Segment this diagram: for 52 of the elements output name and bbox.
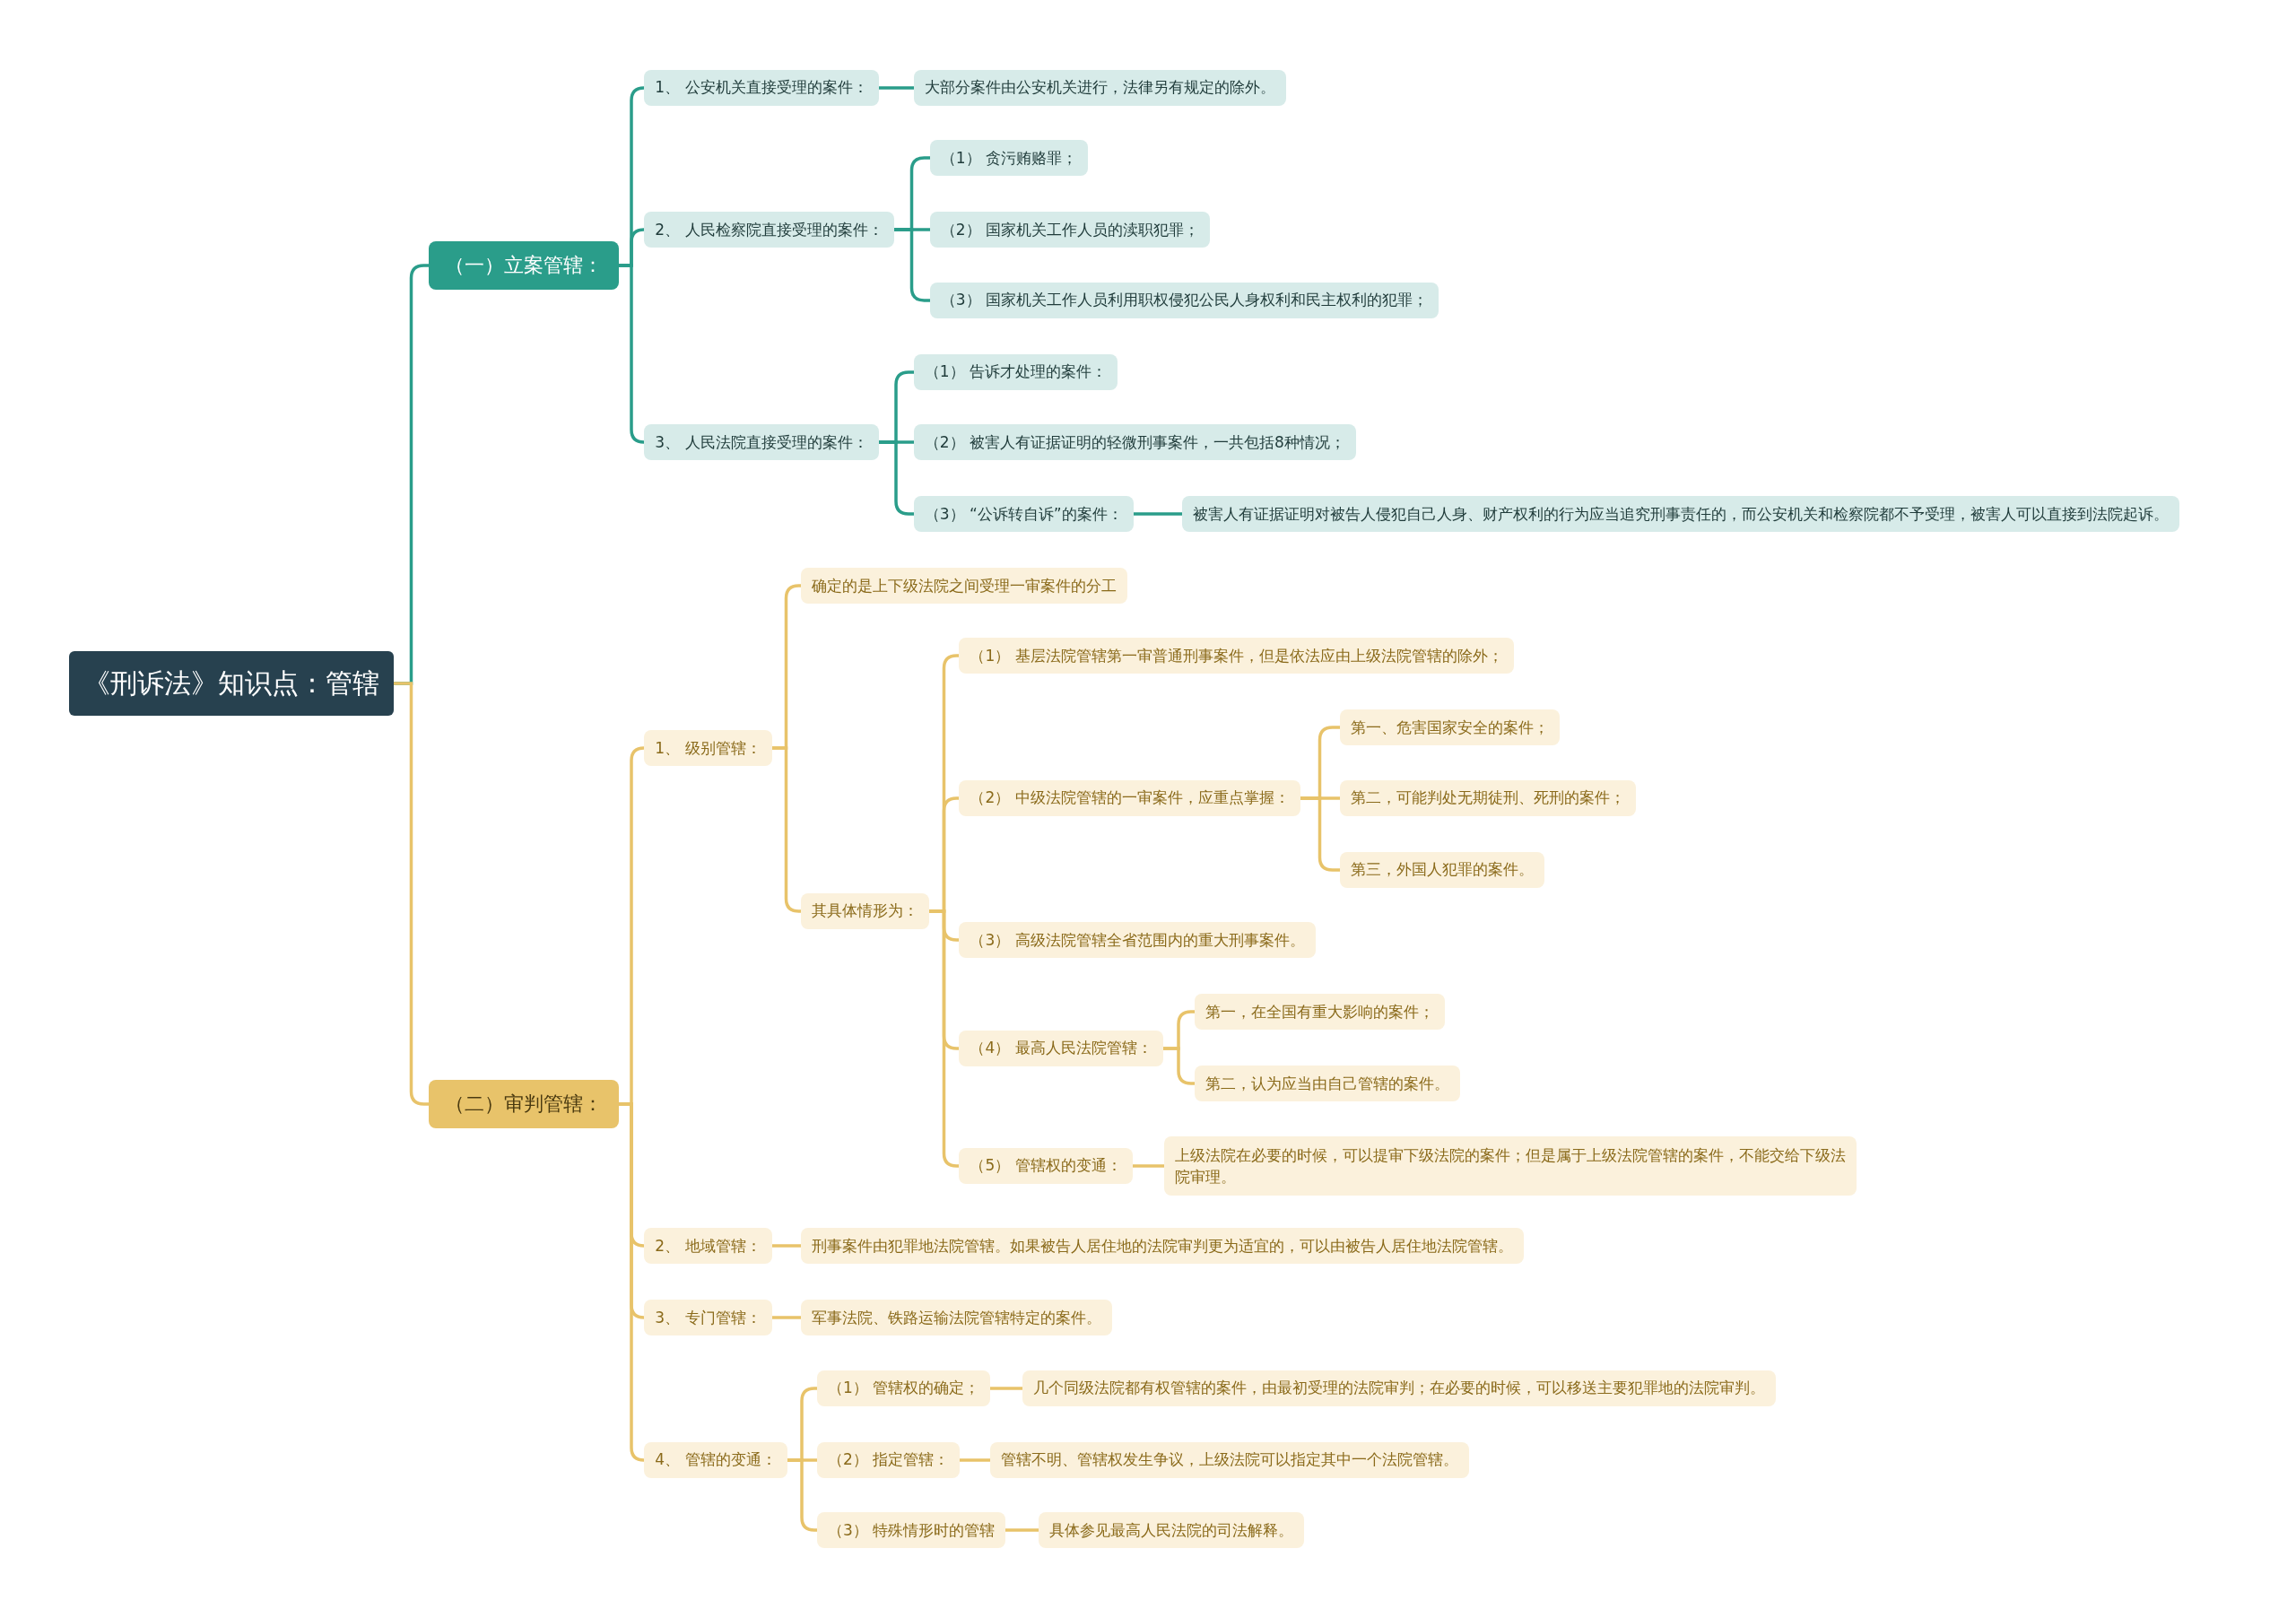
topic-box: 刑事案件由犯罪地法院管辖。如果被告人居住地的法院审判更为适宜的，可以由被告人居住地法院管辖。 [801, 1228, 1525, 1265]
topic-box: 4、 管辖的变通： [644, 1441, 787, 1478]
branch-topic-box: （一）立案管辖： [429, 240, 620, 290]
connector-line [619, 1102, 646, 1462]
topic-box: （3） 国家机关工作人员利用职权侵犯公民人身权利和民主权利的犯罪； [929, 282, 1439, 318]
topic-box: 其具体情形为： [801, 892, 930, 929]
connector-line [1300, 796, 1340, 872]
connector-line [893, 228, 930, 302]
topic-box: （3） 特殊情形时的管辖 [817, 1512, 1006, 1549]
connector-line [878, 86, 914, 90]
topic-box: （2） 国家机关工作人员的渎职犯罪； [929, 212, 1210, 248]
topic-box: （1） 管辖权的确定； [817, 1370, 991, 1406]
connector-line [1134, 512, 1182, 516]
topic-box: （5） 管辖权的变通： [959, 1147, 1133, 1184]
topic-box: 3、 人民法院直接受理的案件： [644, 424, 879, 461]
connector-line [1005, 1528, 1039, 1532]
topic-box: （3） “公诉转自诉”的案件： [913, 496, 1134, 533]
topic-box: 大部分案件由公安机关进行，法律另有规定的除外。 [913, 69, 1286, 106]
topic-box: 2、 人民检察院直接受理的案件： [644, 212, 894, 248]
topic-box: （1） 告诉才处理的案件： [913, 353, 1118, 390]
connector-line [771, 1316, 801, 1319]
topic-box: 第三，外国人犯罪的案件。 [1339, 851, 1544, 888]
topic-box: 军事法院、铁路运输法院管辖特定的案件。 [801, 1300, 1113, 1336]
topic-box: 第二，认为应当由自己管辖的案件。 [1195, 1066, 1461, 1102]
topic-box: （2） 被害人有证据证明的轻微刑事案件，一共包括8种情况； [913, 424, 1356, 461]
topic-box: 第一，在全国有重大影响的案件； [1195, 994, 1446, 1031]
topic-box: （4） 最高人民法院管辖： [959, 1030, 1163, 1066]
topic-box: 确定的是上下级法院之间受理一审案件的分工 [801, 568, 1128, 605]
topic-box: （2） 指定管辖： [817, 1441, 961, 1478]
topic-box: （1） 基层法院管辖第一审普通刑事案件，但是依法应由上级法院管辖的除外； [959, 638, 1514, 674]
topic-box: 1、 级别管辖： [644, 730, 772, 767]
topic-box: 上级法院在必要的时候，可以提审下级法院的案件；但是属于上级法院管辖的案件，不能交给下级法院审理。 [1163, 1135, 1857, 1196]
topic-box: 具体参见最高人民法院的司法解释。 [1038, 1512, 1304, 1549]
topic-box: 2、 地域管辖： [644, 1228, 772, 1265]
connector-line [990, 1387, 1022, 1390]
topic-box: 1、 公安机关直接受理的案件： [644, 69, 879, 106]
topic-box: 管辖不明、管辖权发生争议，上级法院可以指定其中一个法院管辖。 [989, 1441, 1469, 1478]
connector-line [619, 264, 646, 444]
root-topic-box: 《刑诉法》知识点：管辖 [68, 651, 394, 717]
connector-line [771, 1244, 801, 1248]
topic-box: 3、 专门管辖： [644, 1300, 772, 1336]
connector-line [960, 1458, 990, 1462]
topic-box: 第二，可能判处无期徒刑、死刑的案件； [1339, 779, 1636, 816]
topic-box: （1） 贪污贿赂罪； [929, 140, 1088, 177]
topic-box: （2） 中级法院管辖的一审案件，应重点掌握： [959, 779, 1300, 816]
branch-topic-box: （二）审判管辖： [429, 1080, 620, 1128]
connector-line [1132, 1164, 1164, 1168]
topic-box: 几个同级法院都有权管辖的案件，由最初受理的法院审判；在必要的时候，可以移送主要犯罪地的法院审判。 [1022, 1370, 1776, 1406]
topic-box: 第一、危害国家安全的案件； [1339, 709, 1560, 746]
connector-line [1162, 1047, 1195, 1085]
topic-box: （3） 高级法院管辖全省范围内的重大刑事案件。 [959, 922, 1316, 959]
topic-box: 被害人有证据证明对被告人侵犯自己人身、财产权利的行为应当追究刑事责任的，而公安机关和检察院都不予受理，被害人可以直接到法院起诉。 [1181, 496, 2179, 533]
